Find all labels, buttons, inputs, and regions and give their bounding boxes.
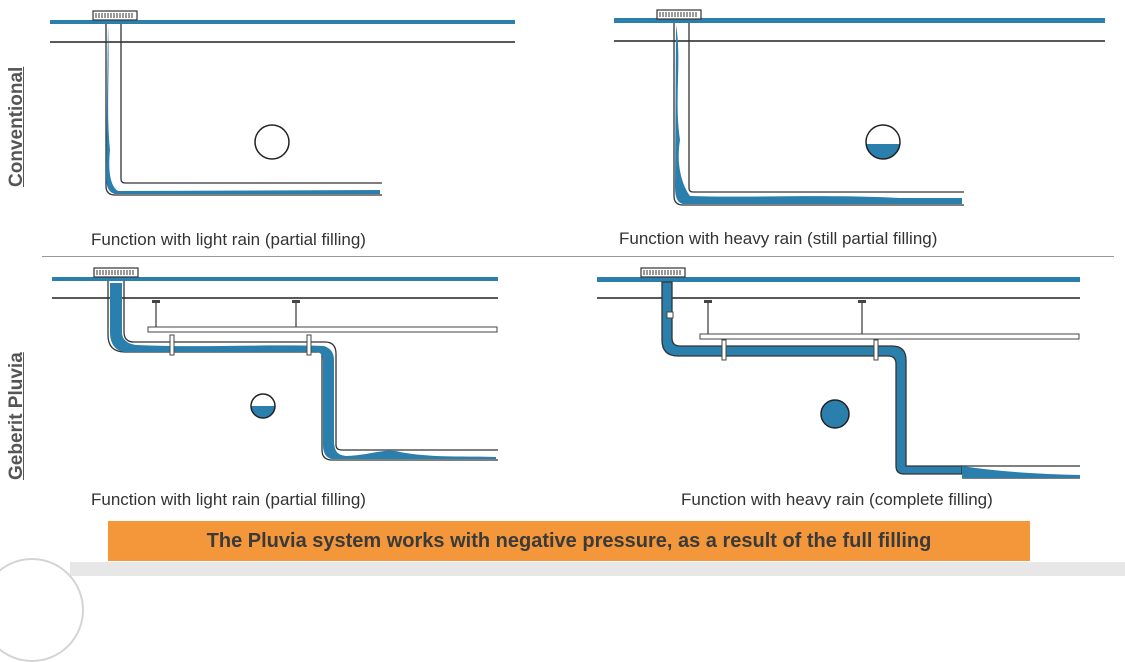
caption-pluvia-light: Function with light rain (partial fillin…	[91, 490, 366, 509]
conventional-light-rain-diagram	[50, 10, 515, 196]
conventional-heavy-rain-diagram	[614, 9, 1105, 206]
downpipe-outline	[673, 23, 964, 206]
conclusion-banner: The Pluvia system works with negative pr…	[108, 521, 1030, 561]
roof-line	[614, 18, 1105, 23]
downpipe-outline	[105, 24, 382, 196]
footer-bar	[70, 562, 1125, 576]
water-partial	[110, 283, 496, 459]
roof-line	[50, 20, 515, 24]
water-tail	[962, 466, 1080, 478]
roof-drain	[92, 10, 138, 21]
roof-drain	[640, 267, 686, 278]
pipe-clamp	[721, 339, 727, 361]
fill-level-water	[251, 406, 275, 418]
drain-grate	[643, 270, 681, 275]
section-divider	[42, 256, 1114, 257]
drain-grate	[95, 13, 133, 18]
pipe-clamp	[306, 334, 312, 356]
support-rail	[699, 333, 1080, 340]
fill-level-indicator	[250, 393, 276, 419]
pluvia-light-rain-diagram	[52, 267, 498, 461]
water-full	[661, 281, 963, 475]
banner-text: The Pluvia system works with negative pr…	[206, 529, 932, 552]
fill-level-indicator	[865, 124, 901, 160]
roof-drain	[93, 267, 139, 278]
fill-level-indicator	[254, 124, 290, 160]
caption-conventional-light: Function with light rain (partial fillin…	[91, 230, 366, 249]
fill-level-indicator	[820, 399, 850, 429]
fill-level-water	[866, 144, 900, 159]
support-rail	[147, 326, 498, 333]
roof-line	[597, 277, 1080, 282]
drain-grate	[659, 12, 697, 17]
caption-conventional-heavy: Function with heavy rain (still partial …	[619, 229, 938, 248]
water-film	[675, 25, 962, 204]
pipe-outline	[107, 281, 498, 461]
drainage-diagrams	[50, 9, 1105, 479]
pipe-clamp	[169, 334, 175, 356]
roof-drain	[656, 9, 702, 20]
caption-pluvia-heavy: Function with heavy rain (complete filli…	[681, 490, 993, 509]
roof-line	[52, 277, 498, 281]
pipe-clamp	[873, 339, 879, 361]
drain-grate	[96, 270, 134, 275]
water-film	[106, 26, 380, 194]
pluvia-heavy-rain-diagram	[597, 267, 1080, 479]
